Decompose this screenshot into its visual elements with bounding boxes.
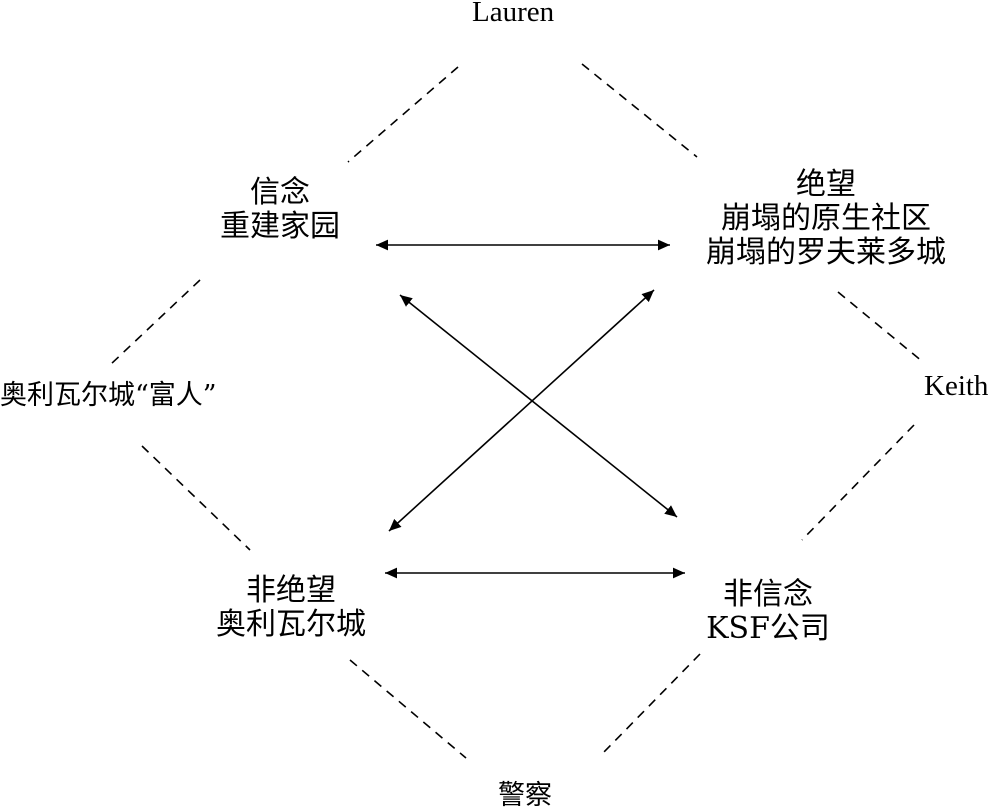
node-bottom-right-line1: 非信念 [723,577,813,612]
node-bottom-left: 非绝望 奥利瓦尔城 [216,574,366,642]
bottom-label: 警察 [498,780,552,811]
node-bottom-right-line2: KSF公司 [706,611,830,646]
left-label: 奥利瓦尔城“富人” [0,380,217,411]
dashed-edge-bottom-right [603,653,701,753]
node-top-right-line2: 崩塌的原生社区 [721,201,931,236]
dashed-edge-left-lower [141,445,251,551]
node-top-left-line1: 信念 [250,175,310,210]
dashed-edge-right-lower [801,424,915,541]
dashed-edge-top-left [347,66,459,163]
dashed-edge-top-right [581,63,698,158]
dashed-edge-right-upper [837,291,924,363]
dashed-edge-bottom-left [349,659,467,759]
node-top-left: 信念 重建家园 [220,176,340,244]
node-top-right-line3: 崩塌的罗夫莱多城 [706,235,946,270]
node-bottom-left-line1: 非绝望 [246,573,336,608]
node-bottom-right: 非信念 KSF公司 [706,578,830,646]
arrow-diagonal-up [388,289,655,532]
dashed-edge-left-upper [109,279,201,366]
node-bottom-left-line2: 奥利瓦尔城 [216,607,366,642]
right-label: Keith [924,370,989,402]
node-top-left-line2: 重建家园 [220,209,340,244]
node-top-right: 绝望 崩塌的原生社区 崩塌的罗夫莱多城 [706,168,946,270]
top-label: Lauren [472,0,555,28]
node-top-right-line1: 绝望 [796,167,856,202]
